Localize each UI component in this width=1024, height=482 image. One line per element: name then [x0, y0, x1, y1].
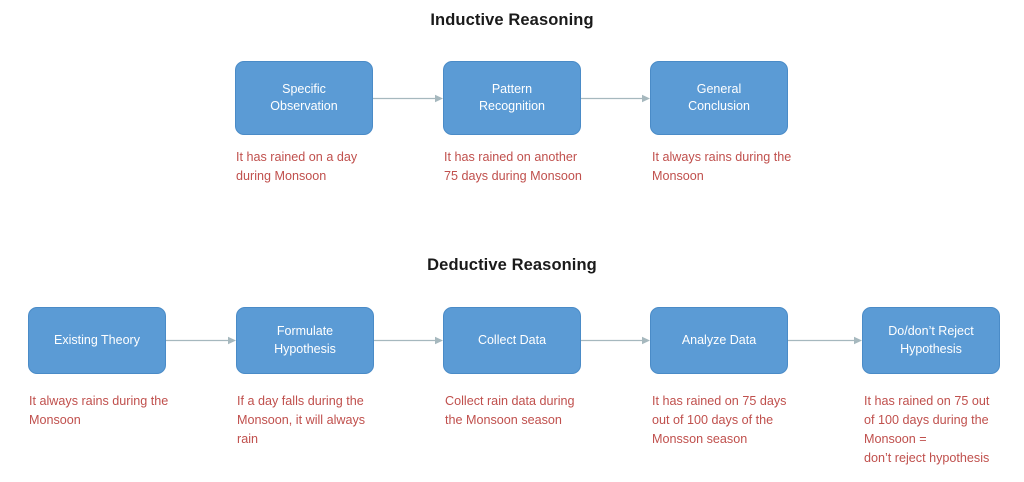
caption-pattern-recognition: It has rained on another 75 days during … — [444, 150, 582, 184]
arrow-specific-observation-to-pattern-recognition — [373, 93, 443, 104]
arrow-existing-theory-to-formulate-hypothesis — [166, 335, 236, 346]
arrow-pattern-recognition-to-general-conclusion — [581, 93, 650, 104]
node-label: Do/don’t Reject Hypothesis — [888, 324, 974, 356]
arrow-formulate-hypothesis-to-collect-data — [374, 335, 443, 346]
node-label: Pattern Recognition — [478, 81, 545, 113]
caption-existing-theory: It always rains during the Monsoon — [29, 394, 169, 428]
caption-specific-observation: It has rained on a day during Monsoon — [236, 150, 358, 184]
caption-formulate-hypothesis: If a day falls during the Monsoon, it wi… — [237, 394, 366, 447]
node-label: Formulate Hypothesis — [274, 324, 336, 356]
node-label: Existing Theory — [54, 332, 140, 347]
arrow-analyze-data-to-do-dont-reject-hypothesis — [788, 335, 862, 346]
node-label: Specific Observation — [270, 81, 338, 113]
caption-collect-data: Collect rain data during the Monsoon sea… — [445, 394, 575, 428]
node-do-dont-reject-hypothesis[interactable]: Do/don’t Reject Hypothesis — [862, 307, 1000, 374]
caption-do-dont-reject-hypothesis: It has rained on 75 out of 100 days duri… — [864, 394, 990, 466]
node-general-conclusion[interactable]: General Conclusion — [650, 61, 788, 135]
node-formulate-hypothesis[interactable]: Formulate Hypothesis — [236, 307, 374, 374]
node-specific-observation[interactable]: Specific Observation — [235, 61, 373, 135]
caption-general-conclusion: It always rains during the Monsoon — [652, 150, 792, 184]
node-label: General Conclusion — [688, 81, 750, 113]
inductive-reasoning-title: Inductive Reasoning — [430, 11, 594, 29]
caption-analyze-data: It has rained on 75 days out of 100 days… — [652, 394, 787, 447]
node-analyze-data[interactable]: Analyze Data — [650, 307, 788, 374]
node-label: Collect Data — [477, 332, 547, 347]
node-pattern-recognition[interactable]: Pattern Recognition — [443, 61, 581, 135]
arrow-collect-data-to-analyze-data — [581, 335, 650, 346]
node-existing-theory[interactable]: Existing Theory — [28, 307, 166, 374]
deductive-reasoning-title: Deductive Reasoning — [427, 256, 597, 274]
node-label: Analyze Data — [681, 332, 757, 347]
node-collect-data[interactable]: Collect Data — [443, 307, 581, 374]
